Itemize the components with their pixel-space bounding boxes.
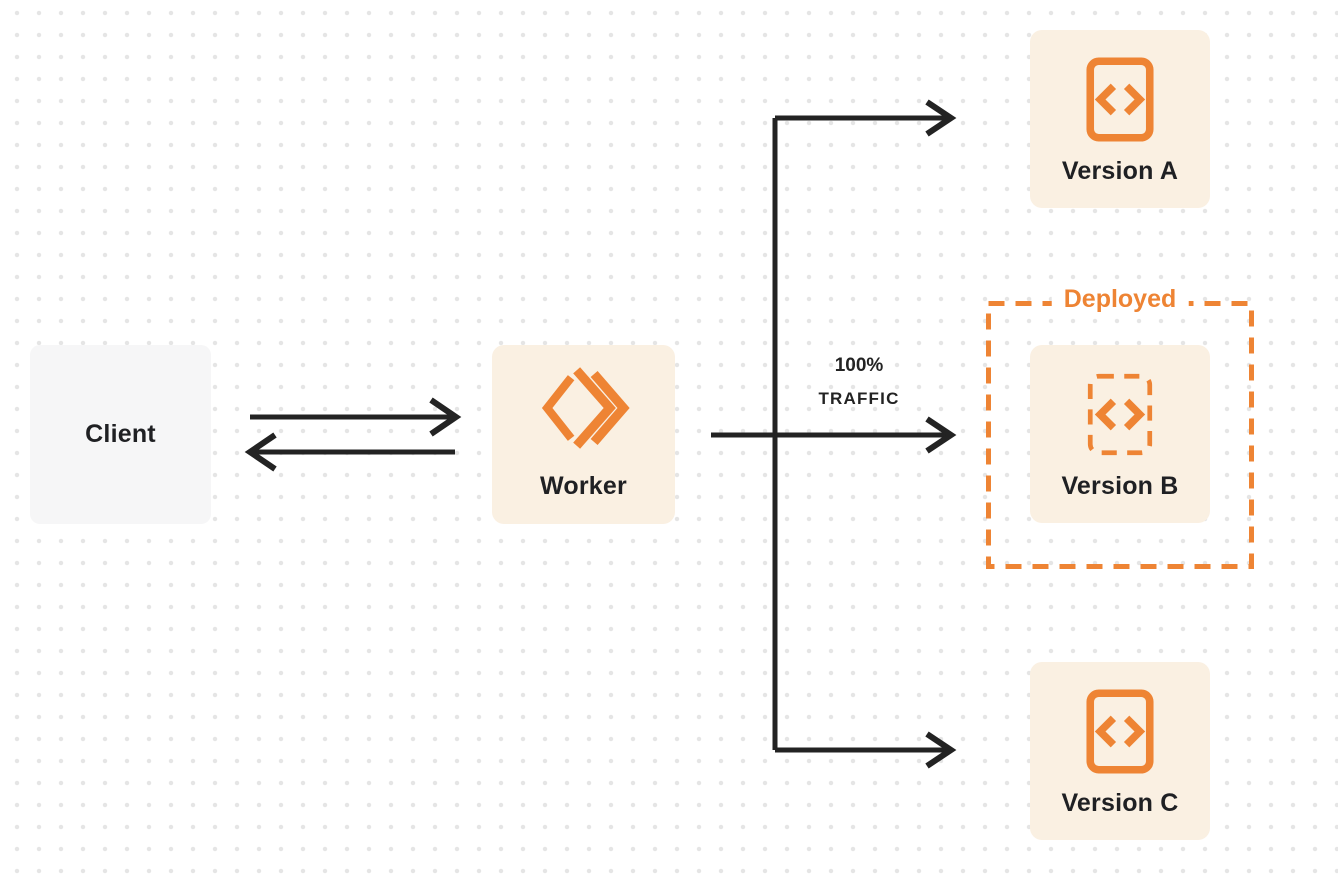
arrow-worker-to-client bbox=[244, 432, 455, 472]
node-worker: Worker bbox=[492, 345, 675, 524]
version-b-label: Version B bbox=[1061, 472, 1179, 500]
cloudflare-workers-logo-icon bbox=[536, 362, 632, 454]
code-file-icon bbox=[1086, 372, 1154, 457]
code-file-icon bbox=[1086, 57, 1154, 142]
arrow-worker-to-versions bbox=[711, 99, 957, 769]
traffic-word-text: TRAFFIC bbox=[818, 389, 900, 408]
deployed-label: Deployed bbox=[1051, 285, 1189, 314]
client-label: Client bbox=[85, 420, 156, 448]
deployed-region: Deployed Version B bbox=[986, 285, 1254, 569]
node-client: Client bbox=[30, 345, 211, 524]
version-a-label: Version A bbox=[1061, 157, 1179, 185]
node-version-a: Version A bbox=[1030, 30, 1210, 208]
code-file-icon bbox=[1086, 689, 1154, 774]
node-version-c: Version C bbox=[1030, 662, 1210, 840]
traffic-annotation: 100% TRAFFIC bbox=[775, 349, 943, 415]
traffic-percent-text: 100% bbox=[834, 355, 884, 376]
node-version-b: Version B bbox=[1030, 345, 1210, 523]
worker-label: Worker bbox=[540, 472, 627, 500]
arrow-client-to-worker bbox=[250, 397, 462, 437]
version-c-label: Version C bbox=[1061, 789, 1179, 817]
